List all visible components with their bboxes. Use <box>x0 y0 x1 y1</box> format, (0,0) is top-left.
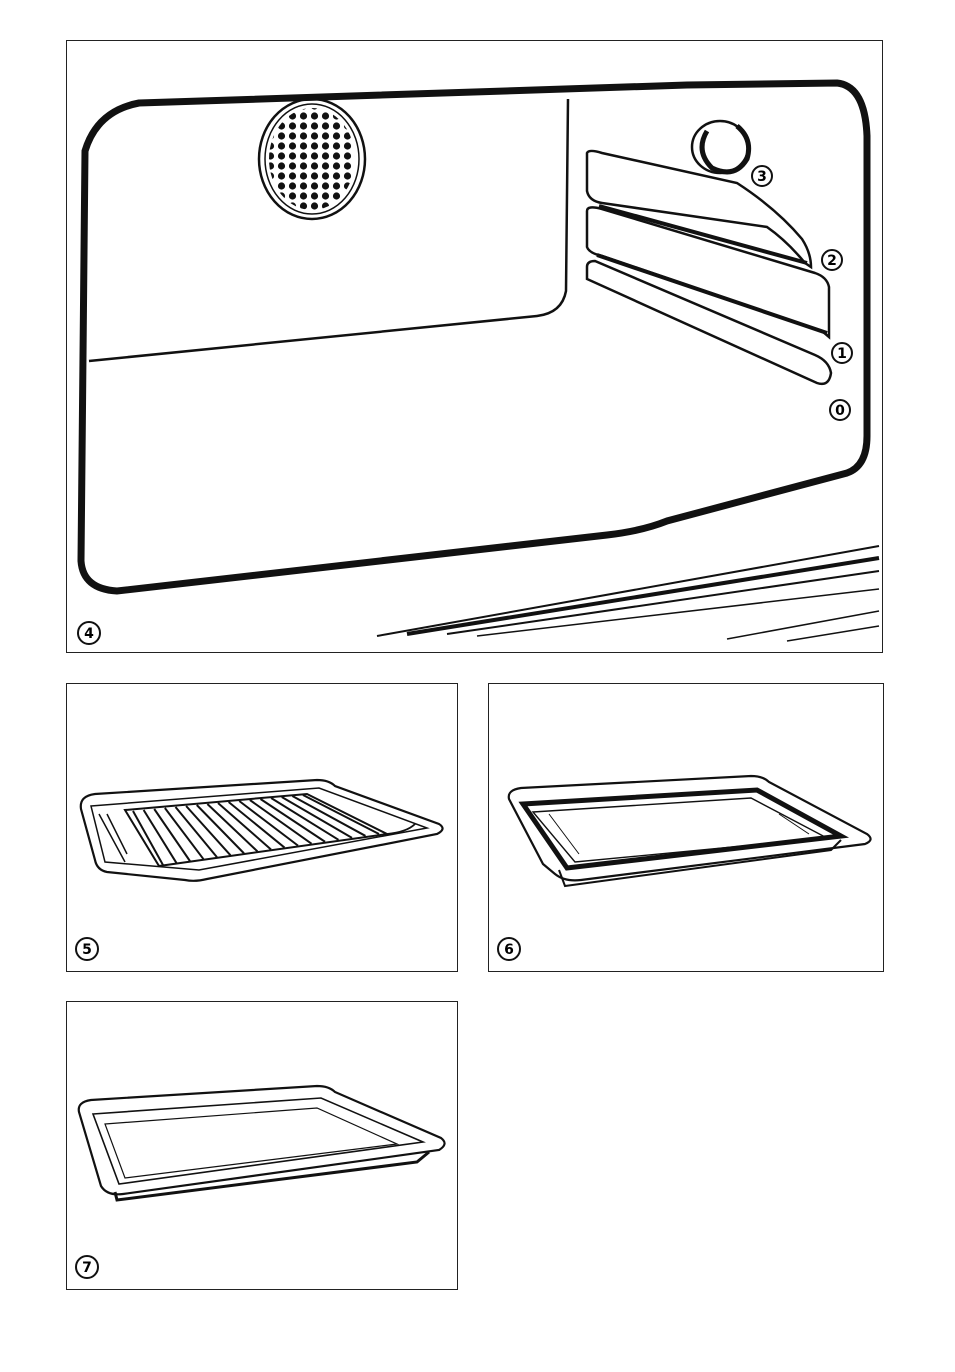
flat-tray-illustration: 7 <box>67 1002 459 1291</box>
grill-bar <box>239 801 298 846</box>
svg-text:0: 0 <box>835 403 845 419</box>
vent-grille-icon <box>259 99 365 221</box>
svg-text:1: 1 <box>837 346 847 362</box>
tray-outline <box>81 780 443 881</box>
figure-6-panel: 6 <box>488 683 884 972</box>
figure-label-7: 7 <box>76 1256 98 1278</box>
deep-tray-illustration: 6 <box>489 684 885 973</box>
svg-text:3: 3 <box>757 169 767 185</box>
svg-text:2: 2 <box>827 253 837 269</box>
figure-label-6: 6 <box>498 938 520 960</box>
grill-bar <box>303 795 379 834</box>
svg-text:5: 5 <box>82 942 92 958</box>
figure-5-panel: 5 <box>66 683 458 972</box>
oven-light-icon <box>692 121 749 173</box>
svg-text:4: 4 <box>84 626 94 642</box>
level-label-0: 0 <box>830 400 850 420</box>
oven-door-edge <box>377 546 879 641</box>
figure-7-panel: 7 <box>66 1001 458 1290</box>
svg-text:7: 7 <box>82 1260 92 1276</box>
oven-interior-illustration: 3 2 1 0 4 <box>67 41 884 654</box>
grill-rack-illustration: 5 <box>67 684 459 973</box>
level-label-1: 1 <box>832 343 852 363</box>
grill-bar <box>207 804 257 851</box>
svg-text:6: 6 <box>504 942 514 958</box>
level-label-3: 3 <box>752 166 772 186</box>
figure-label-4: 4 <box>78 622 100 644</box>
shelf-runner-3 <box>587 151 811 267</box>
grill-bar <box>133 811 163 865</box>
grill-bar <box>197 805 244 853</box>
figure-4-panel: 3 2 1 0 4 <box>66 40 883 653</box>
figure-label-5: 5 <box>76 938 98 960</box>
level-label-2: 2 <box>822 250 842 270</box>
grill-bar <box>292 796 365 836</box>
grill-bar <box>250 800 312 844</box>
